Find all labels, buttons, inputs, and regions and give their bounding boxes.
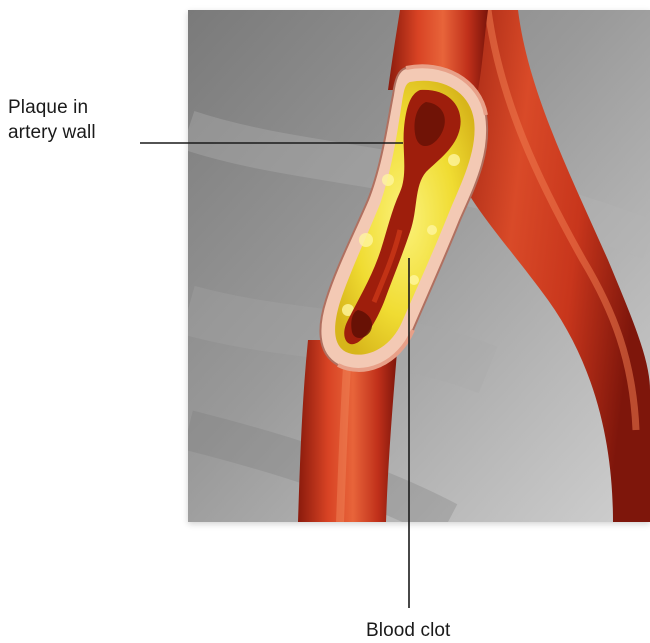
artery-illustration-panel <box>188 10 650 522</box>
plaque-label-line1: Plaque in <box>8 95 96 120</box>
plaque-label: Plaque in artery wall <box>8 95 96 145</box>
blood-clot-label: Blood clot <box>366 618 450 643</box>
artery-illustration <box>188 10 650 522</box>
plaque-label-line2: artery wall <box>8 120 96 145</box>
